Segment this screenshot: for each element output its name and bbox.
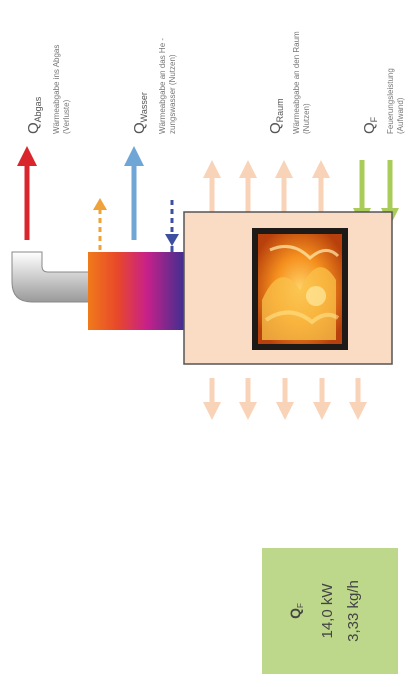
abgas-symbol: Q [25,122,42,134]
feuer-subscript: F [369,116,379,122]
feuer-symbol: Q [361,122,378,134]
label-wasser: QWasser Wärmeabgabe an das He - zungswas… [131,38,177,134]
abgas-arrow [17,146,37,240]
summary-box: QF 14,0 kW 3,33 kg/h [262,548,398,674]
summary-symbol-line: QF [287,603,305,619]
feuer-desc-2: (Aufwand) [396,97,405,134]
raum-arrow-down-1 [203,378,221,420]
raum-arrow-down-5 [349,378,367,420]
raum-arrow-down-4 [313,378,331,420]
raum-arrow-down-3 [276,378,294,420]
svg-text:QAbgas: QAbgas [25,96,43,134]
summary-fuel: 3,33 kg/h [345,580,362,642]
fire-window [252,228,348,350]
raum-symbol: Q [267,122,284,134]
raum-desc-2: (Nutzen) [302,103,311,134]
raum-arrow-down-2 [239,378,257,420]
cold-water-in-arrow [165,200,179,252]
abgas-subscript: Abgas [33,96,43,122]
svg-text:QWasser: QWasser [131,92,149,134]
raum-desc-1: Wärmeabgabe an den Raum [292,31,301,134]
wasser-subscript: Wasser [139,92,149,122]
label-abgas: QAbgas Wärmeabgabe ins Abgas (Verluste) [25,45,71,134]
heat-exchanger [88,252,186,330]
hot-water-out-arrow [93,198,107,250]
abgas-desc-2: (Verluste) [62,99,71,134]
wasser-desc-1: Wärmeabgabe an das He - [158,38,167,134]
summary-power: 14,0 kW [319,583,336,639]
flue-pipe [11,251,93,303]
summary-subscript: F [296,603,305,608]
wasser-arrow [124,146,144,240]
wasser-desc-2: zungswasser (Nutzen) [168,54,177,134]
label-feuer: QF Feuerungsleistung (Aufwand) [361,68,405,134]
wasser-symbol: Q [131,122,148,134]
abgas-desc-1: Wärmeabgabe ins Abgas [52,45,61,134]
feuer-desc-1: Feuerungsleistung [386,68,395,134]
summary-symbol: Q [287,608,303,619]
raum-arrows-bottom [203,378,367,420]
svg-text:QRaum: QRaum [267,98,285,134]
raum-subscript: Raum [275,98,285,122]
svg-text:QF: QF [361,116,379,134]
label-raum: QRaum Wärmeabgabe an den Raum (Nutzen) [267,31,311,134]
